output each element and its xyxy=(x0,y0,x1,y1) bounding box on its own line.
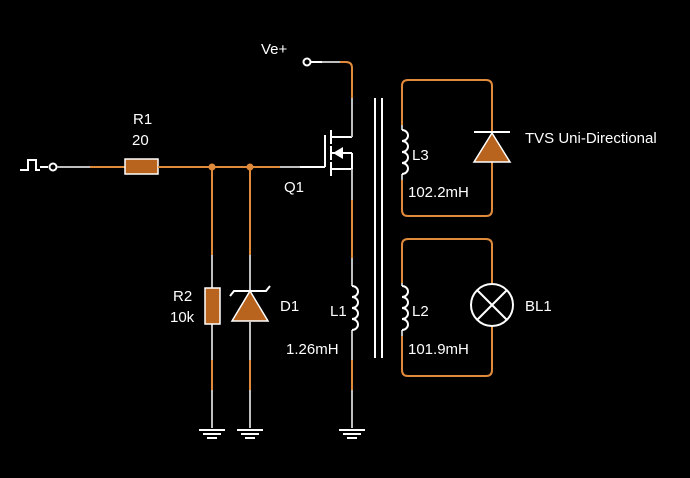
lamp-x-icon xyxy=(470,283,514,327)
r2-name-label: R2 xyxy=(173,288,192,305)
r1-name-label: R1 xyxy=(133,111,152,128)
tvs-diode xyxy=(472,131,512,163)
inductor-l3 xyxy=(401,129,409,175)
supply-label: Ve+ xyxy=(261,41,288,58)
drain-wire xyxy=(322,61,353,137)
mosfet-q1 xyxy=(324,130,353,176)
ground-icon xyxy=(339,429,365,439)
input-terminal xyxy=(40,162,58,172)
l3-value-label: 102.2mH xyxy=(408,184,469,201)
square-pulse-icon xyxy=(20,159,40,171)
q1-label: Q1 xyxy=(284,179,304,196)
l2-value-label: 101.9mH xyxy=(408,341,469,358)
inductor-l2 xyxy=(401,285,409,331)
tvs-label: TVS Uni-Directional xyxy=(525,130,657,147)
l1-value-label: 1.26mH xyxy=(286,341,339,358)
zener-diode-d1 xyxy=(229,285,271,322)
l2-name-label: L2 xyxy=(412,303,429,320)
inductor-l1 xyxy=(351,285,359,331)
resistor-r2 xyxy=(204,287,221,325)
r1-value-label: 20 xyxy=(132,132,149,149)
l3-name-label: L3 xyxy=(412,147,429,164)
supply-terminal xyxy=(302,57,322,67)
l1-name-label: L1 xyxy=(330,303,347,320)
d1-label: D1 xyxy=(280,298,299,315)
r2-value-label: 10k xyxy=(170,309,195,326)
bl1-label: BL1 xyxy=(525,298,552,315)
resistor-r1 xyxy=(124,158,159,175)
ground-icon xyxy=(199,429,225,439)
ground-icon xyxy=(237,429,263,439)
transformer-core xyxy=(374,98,383,358)
